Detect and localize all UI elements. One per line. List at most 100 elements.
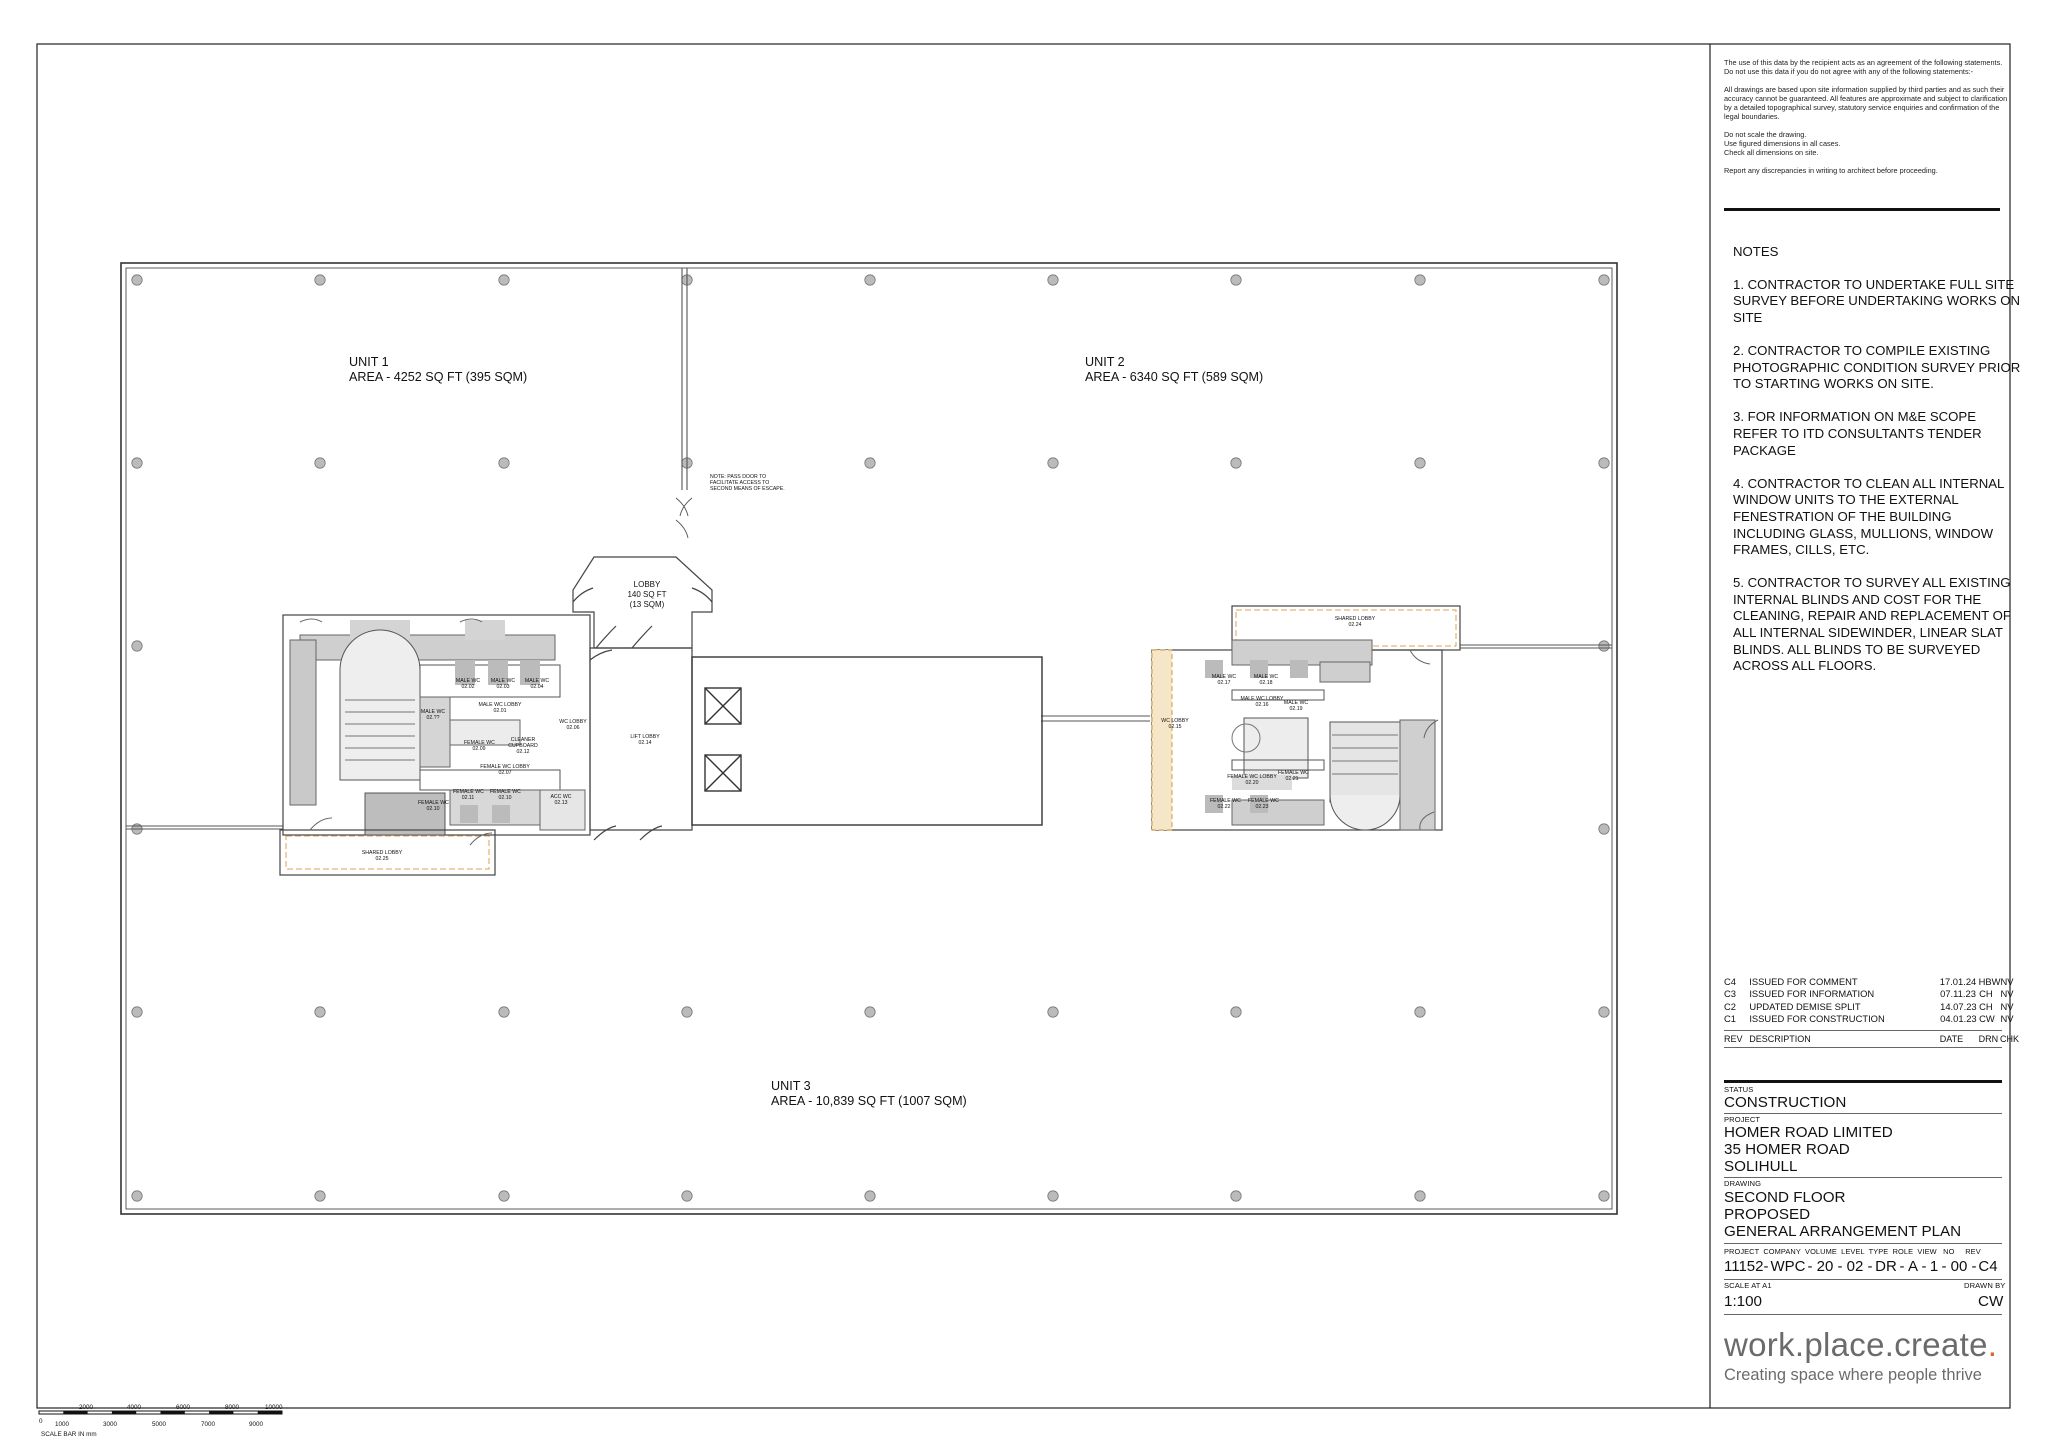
- room-label: FEMALE WC 02.10: [418, 800, 449, 812]
- note-item: 1. CONTRACTOR TO UNDERTAKE FULL SITE SUR…: [1733, 276, 2021, 325]
- scale-bar-segment: [63, 1411, 88, 1414]
- rev-desc: ISSUED FOR INFORMATION: [1749, 988, 1875, 1000]
- code-view: 1: [1929, 1258, 1939, 1275]
- column-marker: [498, 1190, 510, 1202]
- scale-tick: 10000: [265, 1404, 283, 1411]
- column-marker: [681, 1190, 693, 1202]
- rev-chk: NV: [2000, 976, 2014, 987]
- column-marker: [1230, 274, 1242, 286]
- scale-bar-caption: SCALE BAR IN mm: [41, 1431, 97, 1438]
- pass-door-note-line: SECOND MEANS OF ESCAPE.: [710, 486, 785, 493]
- rev-desc: ISSUED FOR CONSTRUCTION: [1749, 1013, 1885, 1025]
- drawing-label: DRAWING: [1724, 1179, 1762, 1188]
- logo-accent-dot: .: [1987, 1326, 1998, 1363]
- column-marker: [314, 457, 326, 469]
- room-label: MALE WC LOBBY 02.16: [1240, 696, 1284, 708]
- scale-tick: 1000: [55, 1421, 70, 1428]
- column-marker: [864, 457, 876, 469]
- scale-bar-segment: [257, 1411, 282, 1414]
- room-label: FEMALE WC 02.22: [1210, 798, 1241, 810]
- code-company: WPC: [1770, 1258, 1806, 1275]
- lobby-area-sqft: 140 SQ FT: [627, 590, 667, 599]
- note-item: 2. CONTRACTOR TO COMPILE EXISTING PHOTOG…: [1733, 342, 2021, 392]
- code-rev: C4: [1978, 1258, 1998, 1275]
- column-marker: [1414, 1190, 1426, 1202]
- code-sep: -: [1867, 1258, 1873, 1275]
- room-label: LIFT LOBBY 02.14: [630, 734, 660, 746]
- right-wc-core: [1151, 605, 1461, 831]
- drawn-by-label: DRAWN BY: [1964, 1281, 2006, 1290]
- column-marker: [131, 1006, 143, 1018]
- column-marker: [1598, 1006, 1610, 1018]
- pass-door-note: NOTE: PASS DOOR TO FACILITATE ACCESS TO …: [710, 474, 785, 493]
- lift-core: [691, 656, 1043, 826]
- rev-desc: ISSUED FOR COMMENT: [1749, 976, 1858, 987]
- code-sep: -: [1807, 1258, 1813, 1275]
- status-rule: [1724, 1080, 2002, 1083]
- scale-bar-segment: [160, 1411, 185, 1414]
- column-marker: [1047, 274, 1059, 286]
- column-marker: [1598, 823, 1610, 835]
- column-marker: [1230, 1190, 1242, 1202]
- room-label: MALE WC 02.03: [490, 678, 516, 690]
- rev-date: 17.01.24: [1939, 976, 1977, 987]
- column-marker: [131, 640, 143, 652]
- scale-bar-segment: [111, 1411, 137, 1414]
- scale-tick: 5000: [152, 1421, 167, 1428]
- room-label: FEMALE WC LOBBY 02.20: [1227, 774, 1277, 786]
- code-sep: -: [1941, 1258, 1947, 1275]
- scale-tick: 8000: [225, 1404, 240, 1411]
- column-marker: [131, 1190, 143, 1202]
- column-marker: [1598, 640, 1610, 652]
- pass-door-note-line: FACILITATE ACCESS TO: [710, 480, 770, 487]
- column-marker: [498, 457, 510, 469]
- unit-1-name: UNIT 1: [349, 355, 389, 369]
- rev-date: 14.07.23: [1940, 1000, 1977, 1012]
- room-label: MALE WC 02.19: [1283, 700, 1309, 712]
- disclaimer: The use of this data by the recipient ac…: [1724, 58, 2012, 184]
- rev-chk: NV: [2000, 988, 2014, 1000]
- scale-label: SCALE AT A1: [1724, 1281, 1772, 1290]
- room-label: CLEANER CUPBOARD 02.12: [508, 737, 538, 755]
- column-marker: [864, 274, 876, 286]
- disclaimer-para: All drawings are based upon site informa…: [1724, 85, 2008, 121]
- scale-rule: [1724, 1314, 2002, 1315]
- logo-tagline: Creating space where people thrive: [1724, 1366, 1982, 1384]
- column-marker: [1598, 274, 1610, 286]
- status-label: STATUS: [1724, 1085, 1754, 1094]
- demise-partitions: [126, 268, 1612, 830]
- column-marker: [498, 1006, 510, 1018]
- room-label: FEMALE WC LOBBY 02.07: [480, 764, 530, 776]
- drawing-line: GENERAL ARRANGEMENT PLAN: [1724, 1223, 1962, 1240]
- logo-word: place: [1804, 1326, 1885, 1363]
- room-label: FEMALE WC 02.10: [490, 789, 521, 801]
- column-marker: [1414, 1006, 1426, 1018]
- left-wc-core: [279, 614, 591, 876]
- disclaimer-para: The use of this data by the recipient ac…: [1724, 58, 2003, 76]
- disclaimer-rule: [1724, 208, 2000, 211]
- room-label: FEMALE WC 02.09: [464, 740, 495, 752]
- code-sep: -: [1763, 1258, 1769, 1275]
- scale-tick: 7000: [201, 1421, 216, 1428]
- column-marker: [314, 1006, 326, 1018]
- rev-date: 07.11.23: [1940, 988, 1976, 1000]
- code-headers: PROJECT COMPANY VOLUME LEVEL TYPE ROLE V…: [1724, 1247, 1981, 1256]
- rev-date: 04.01.23: [1940, 1013, 1977, 1025]
- rev-drn: CH: [1979, 1000, 1993, 1012]
- column-marker: [314, 1190, 326, 1202]
- column-marker: [1598, 457, 1610, 469]
- column-marker: [1230, 1006, 1242, 1018]
- drawn-by-value: CW: [1978, 1293, 2004, 1310]
- logo-dot: .: [1884, 1326, 1895, 1363]
- room-label: MALE WC 02.02: [455, 678, 481, 690]
- unit-1-area: AREA - 4252 SQ FT (395 SQM): [349, 370, 528, 384]
- scale-tick: 3000: [103, 1421, 118, 1428]
- company-logo: work.place.create. Creating space where …: [1724, 1326, 1997, 1385]
- rev-code: C3: [1724, 988, 1736, 1000]
- project-line: SOLIHULL: [1724, 1158, 1798, 1175]
- logo-word: create: [1894, 1326, 1988, 1363]
- room-label: ACC WC 02.13: [550, 794, 572, 806]
- room-label: MALE WC 02.17: [1211, 674, 1237, 686]
- scale-tick: 4000: [127, 1404, 142, 1411]
